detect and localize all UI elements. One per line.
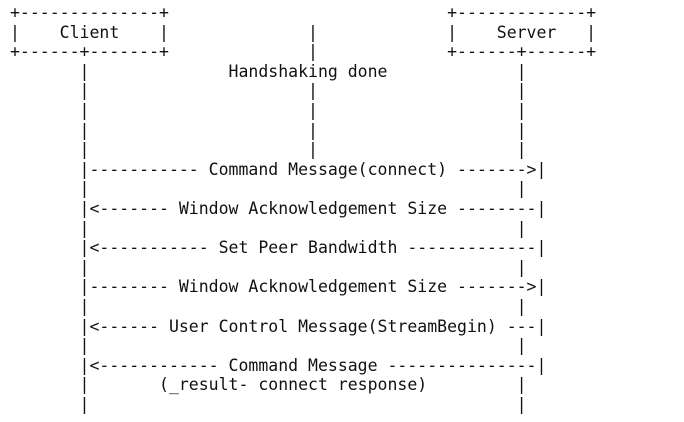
message-command-result: |<------------ Command Message ---------… xyxy=(10,355,547,375)
client-box-top-border: +--------------+ +-------------+ xyxy=(10,3,597,22)
message-command-result-caption: | (_result- connect response) | xyxy=(10,375,527,395)
handshaking-done-label: | Handshaking done | xyxy=(10,61,527,81)
message-command-connect: |----------- Command Message(connect) --… xyxy=(10,159,547,179)
client-box-bottom-border: +------+-------+ | +------+------+ xyxy=(10,42,597,62)
lifeline-row: | | xyxy=(10,257,527,277)
lifeline-row: | | xyxy=(10,297,527,316)
lifeline-row: | | xyxy=(10,179,527,199)
lifeline-row: | | | xyxy=(10,120,527,140)
lifeline-row: | | xyxy=(10,336,527,356)
message-window-ack-size-to-server: |-------- Window Acknowledgement Size --… xyxy=(10,277,547,297)
lifeline-row: | | xyxy=(10,218,527,238)
participant-labels-row: | Client | | | Server | xyxy=(10,22,597,42)
lifeline-row: | | xyxy=(10,395,527,414)
lifeline-row: | | | xyxy=(10,101,527,120)
message-user-control-stream-begin: |<------ User Control Message(StreamBegi… xyxy=(10,316,547,336)
message-set-peer-bandwidth: |<----------- Set Peer Bandwidth -------… xyxy=(10,238,547,258)
message-window-ack-size-to-client: |<------- Window Acknowledgement Size --… xyxy=(10,199,547,218)
lifeline-row: | | | xyxy=(10,81,527,101)
lifeline-row: | | | xyxy=(10,140,527,160)
